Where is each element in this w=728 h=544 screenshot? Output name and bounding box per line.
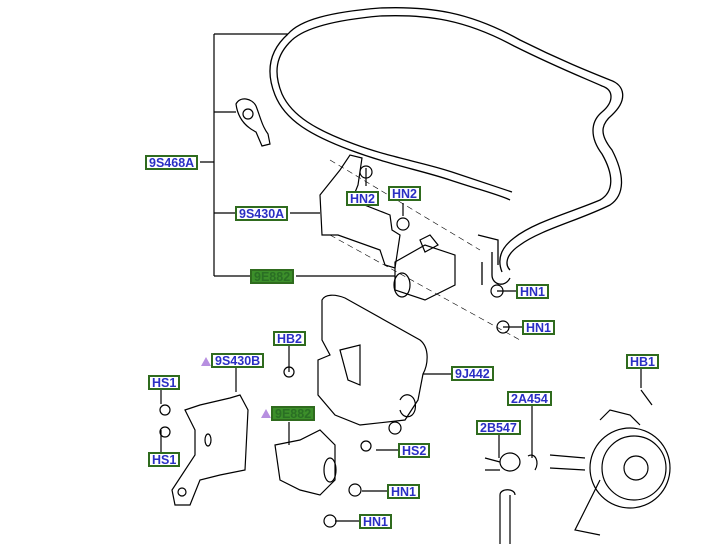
callout-HN2-b[interactable]: HN2 bbox=[388, 186, 422, 201]
callout-HB1[interactable]: HB1 bbox=[626, 354, 660, 369]
callout-HN1-b[interactable]: HN1 bbox=[522, 320, 556, 335]
callout-9J442[interactable]: 9J442 bbox=[451, 366, 494, 381]
callout-HN1-c[interactable]: HN1 bbox=[387, 484, 421, 499]
callout-HN1-d[interactable]: HN1 bbox=[359, 514, 393, 529]
clip-drawing bbox=[235, 98, 271, 147]
leader-lines bbox=[160, 33, 642, 522]
callout-HS1-a[interactable]: HS1 bbox=[148, 375, 181, 390]
callout-9E882-bottom[interactable]: 9E882 bbox=[271, 406, 316, 421]
callout-HN2-a[interactable]: HN2 bbox=[346, 191, 380, 206]
valve-bottom-drawing bbox=[274, 429, 362, 528]
callout-2A454[interactable]: 2A454 bbox=[507, 391, 552, 406]
callout-HS1-b[interactable]: HS1 bbox=[148, 452, 181, 467]
hose-drawing bbox=[269, 7, 624, 285]
callout-9S430A[interactable]: 9S430A bbox=[235, 206, 289, 221]
note-marker-icon bbox=[261, 409, 271, 418]
callout-2B547[interactable]: 2B547 bbox=[476, 420, 521, 435]
callout-HN1-a[interactable]: HN1 bbox=[516, 284, 550, 299]
bracket-b-drawing bbox=[159, 394, 249, 506]
callout-9S430B[interactable]: 9S430B bbox=[211, 353, 265, 368]
pump-drawing bbox=[484, 389, 671, 544]
note-marker-icon bbox=[201, 357, 211, 366]
callout-HB2[interactable]: HB2 bbox=[273, 331, 307, 346]
valve-top-drawing bbox=[393, 234, 456, 301]
bracket-drawing bbox=[319, 154, 521, 341]
callout-HS2[interactable]: HS2 bbox=[398, 443, 431, 458]
reservoir-drawing bbox=[283, 294, 428, 452]
callout-9E882-top[interactable]: 9E882 bbox=[250, 269, 295, 284]
callout-9S468A[interactable]: 9S468A bbox=[145, 155, 199, 170]
